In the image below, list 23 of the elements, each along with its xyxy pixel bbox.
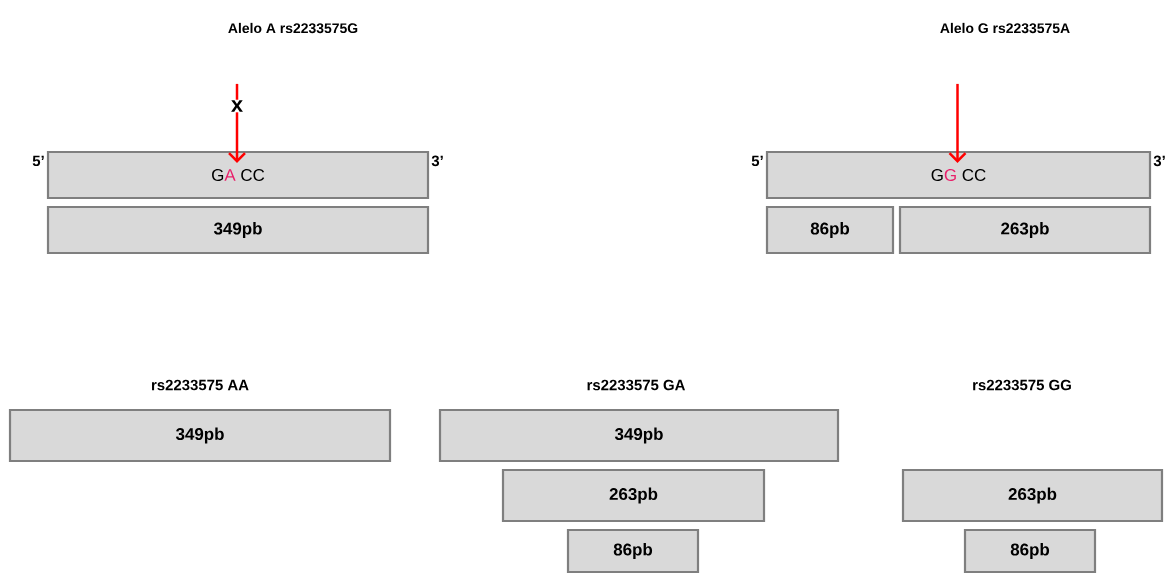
edge-label: x — [230, 99, 244, 113]
fragment-box: 86pb — [963, 528, 1097, 573]
fragment-box: 263pb — [901, 468, 1164, 523]
sequence-box: GG CC — [765, 150, 1152, 200]
heading: rs2233575 GG — [973, 379, 1071, 391]
end-label: 3’ — [431, 155, 443, 167]
fragment-box: 349pb — [8, 408, 392, 463]
fragment-box: 349pb — [46, 205, 430, 255]
fragment-box: 349pb — [438, 408, 840, 463]
arrow — [228, 83, 246, 163]
fragment-box: 263pb — [898, 205, 1152, 255]
end-label: 5’ — [751, 155, 763, 167]
fragment-box: 86pb — [566, 528, 700, 573]
arrow — [948, 83, 967, 163]
heading: rs2233575 GA — [587, 379, 685, 391]
fragment-box: 263pb — [501, 468, 766, 523]
fragment-box: 86pb — [765, 205, 895, 255]
heading: rs2233575 AA — [151, 379, 249, 391]
heading: Alelo G rs2233575A — [940, 22, 1070, 34]
heading: Alelo A rs2233575G — [228, 22, 358, 34]
sequence-box: GA CC — [46, 150, 430, 200]
end-label: 5’ — [32, 155, 44, 167]
end-label: 3’ — [1153, 155, 1165, 167]
